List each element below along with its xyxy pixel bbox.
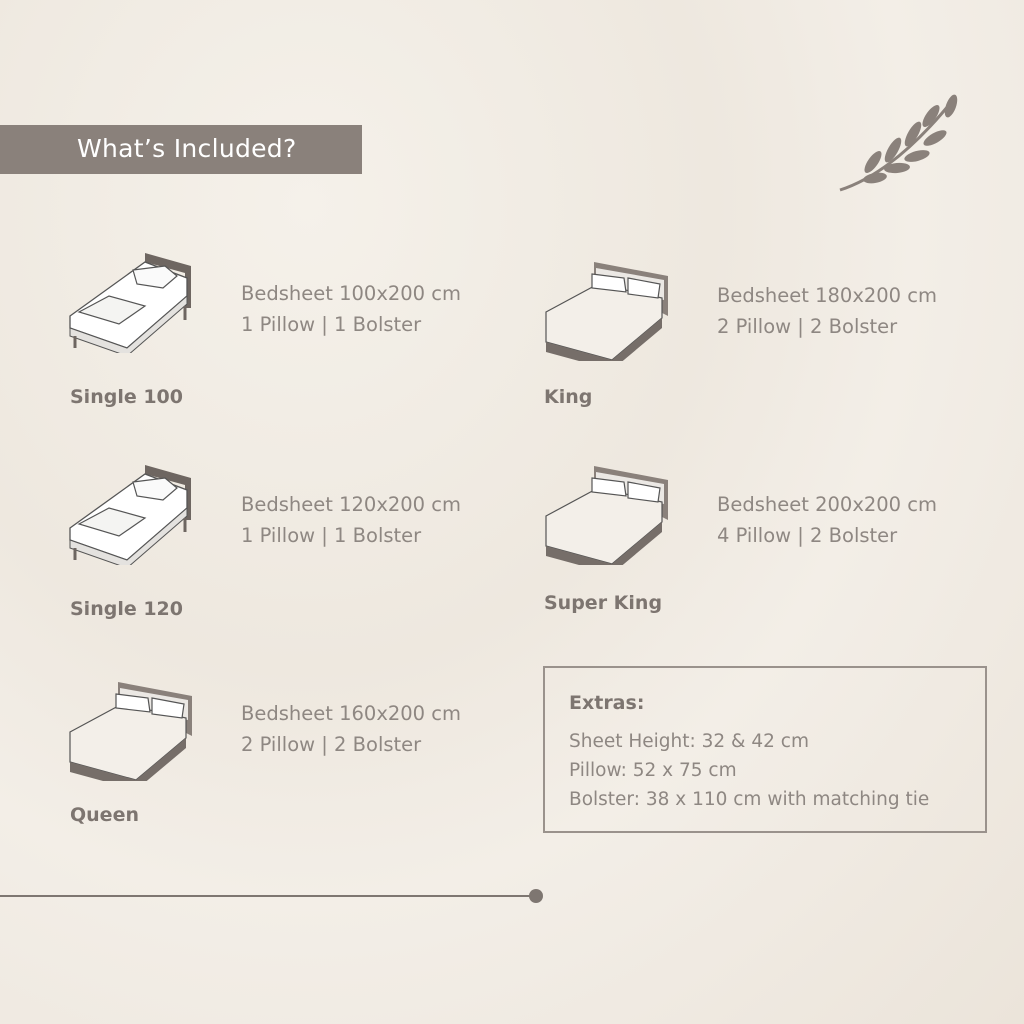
- product-details: Bedsheet 200x200 cm 4 Pillow | 2 Bolster: [717, 489, 937, 551]
- product-name: Super King: [544, 592, 663, 614]
- sheet-size: Bedsheet 200x200 cm: [717, 493, 938, 516]
- product-details: Bedsheet 100x200 cm 1 Pillow | 1 Bolster: [241, 278, 461, 340]
- double-bed-icon: [69, 682, 192, 781]
- sheet-size: Bedsheet 120x200 cm: [241, 493, 462, 516]
- included-items: 2 Pillow | 2 Bolster: [241, 733, 422, 756]
- product-name: Single 100: [70, 386, 183, 408]
- title-banner: What’s Included?: [0, 125, 362, 174]
- sheet-size: Bedsheet 100x200 cm: [241, 282, 462, 305]
- single-bed-icon: [69, 253, 191, 353]
- double-bed-icon: [545, 466, 668, 565]
- product-details: Bedsheet 180x200 cm 2 Pillow | 2 Bolster: [717, 280, 937, 342]
- extras-title: Extras:: [569, 692, 645, 714]
- leaf-branch-icon: [839, 94, 958, 192]
- sheet-size: Bedsheet 160x200 cm: [241, 702, 462, 725]
- divider-line: [0, 895, 532, 897]
- included-items: 4 Pillow | 2 Bolster: [717, 524, 898, 547]
- page-title: What’s Included?: [77, 134, 297, 163]
- included-items: 1 Pillow | 1 Bolster: [241, 313, 422, 336]
- double-bed-icon: [545, 262, 668, 361]
- included-items: 2 Pillow | 2 Bolster: [717, 315, 898, 338]
- extras-line: Sheet Height: 32 & 42 cm: [569, 731, 809, 752]
- sheet-size: Bedsheet 180x200 cm: [717, 284, 938, 307]
- extras-line: Bolster: 38 x 110 cm with matching tie: [569, 789, 930, 810]
- included-items: 1 Pillow | 1 Bolster: [241, 524, 422, 547]
- extras-line: Pillow: 52 x 75 cm: [569, 760, 737, 781]
- product-name: Queen: [70, 804, 139, 826]
- divider-dot: [529, 889, 543, 903]
- single-bed-icon: [69, 465, 191, 565]
- product-name: King: [544, 386, 593, 408]
- product-name: Single 120: [70, 598, 183, 620]
- product-details: Bedsheet 120x200 cm 1 Pillow | 1 Bolster: [241, 489, 461, 551]
- extras-box: Extras: Sheet Height: 32 & 42 cm Pillow:…: [543, 666, 987, 833]
- product-details: Bedsheet 160x200 cm 2 Pillow | 2 Bolster: [241, 698, 461, 760]
